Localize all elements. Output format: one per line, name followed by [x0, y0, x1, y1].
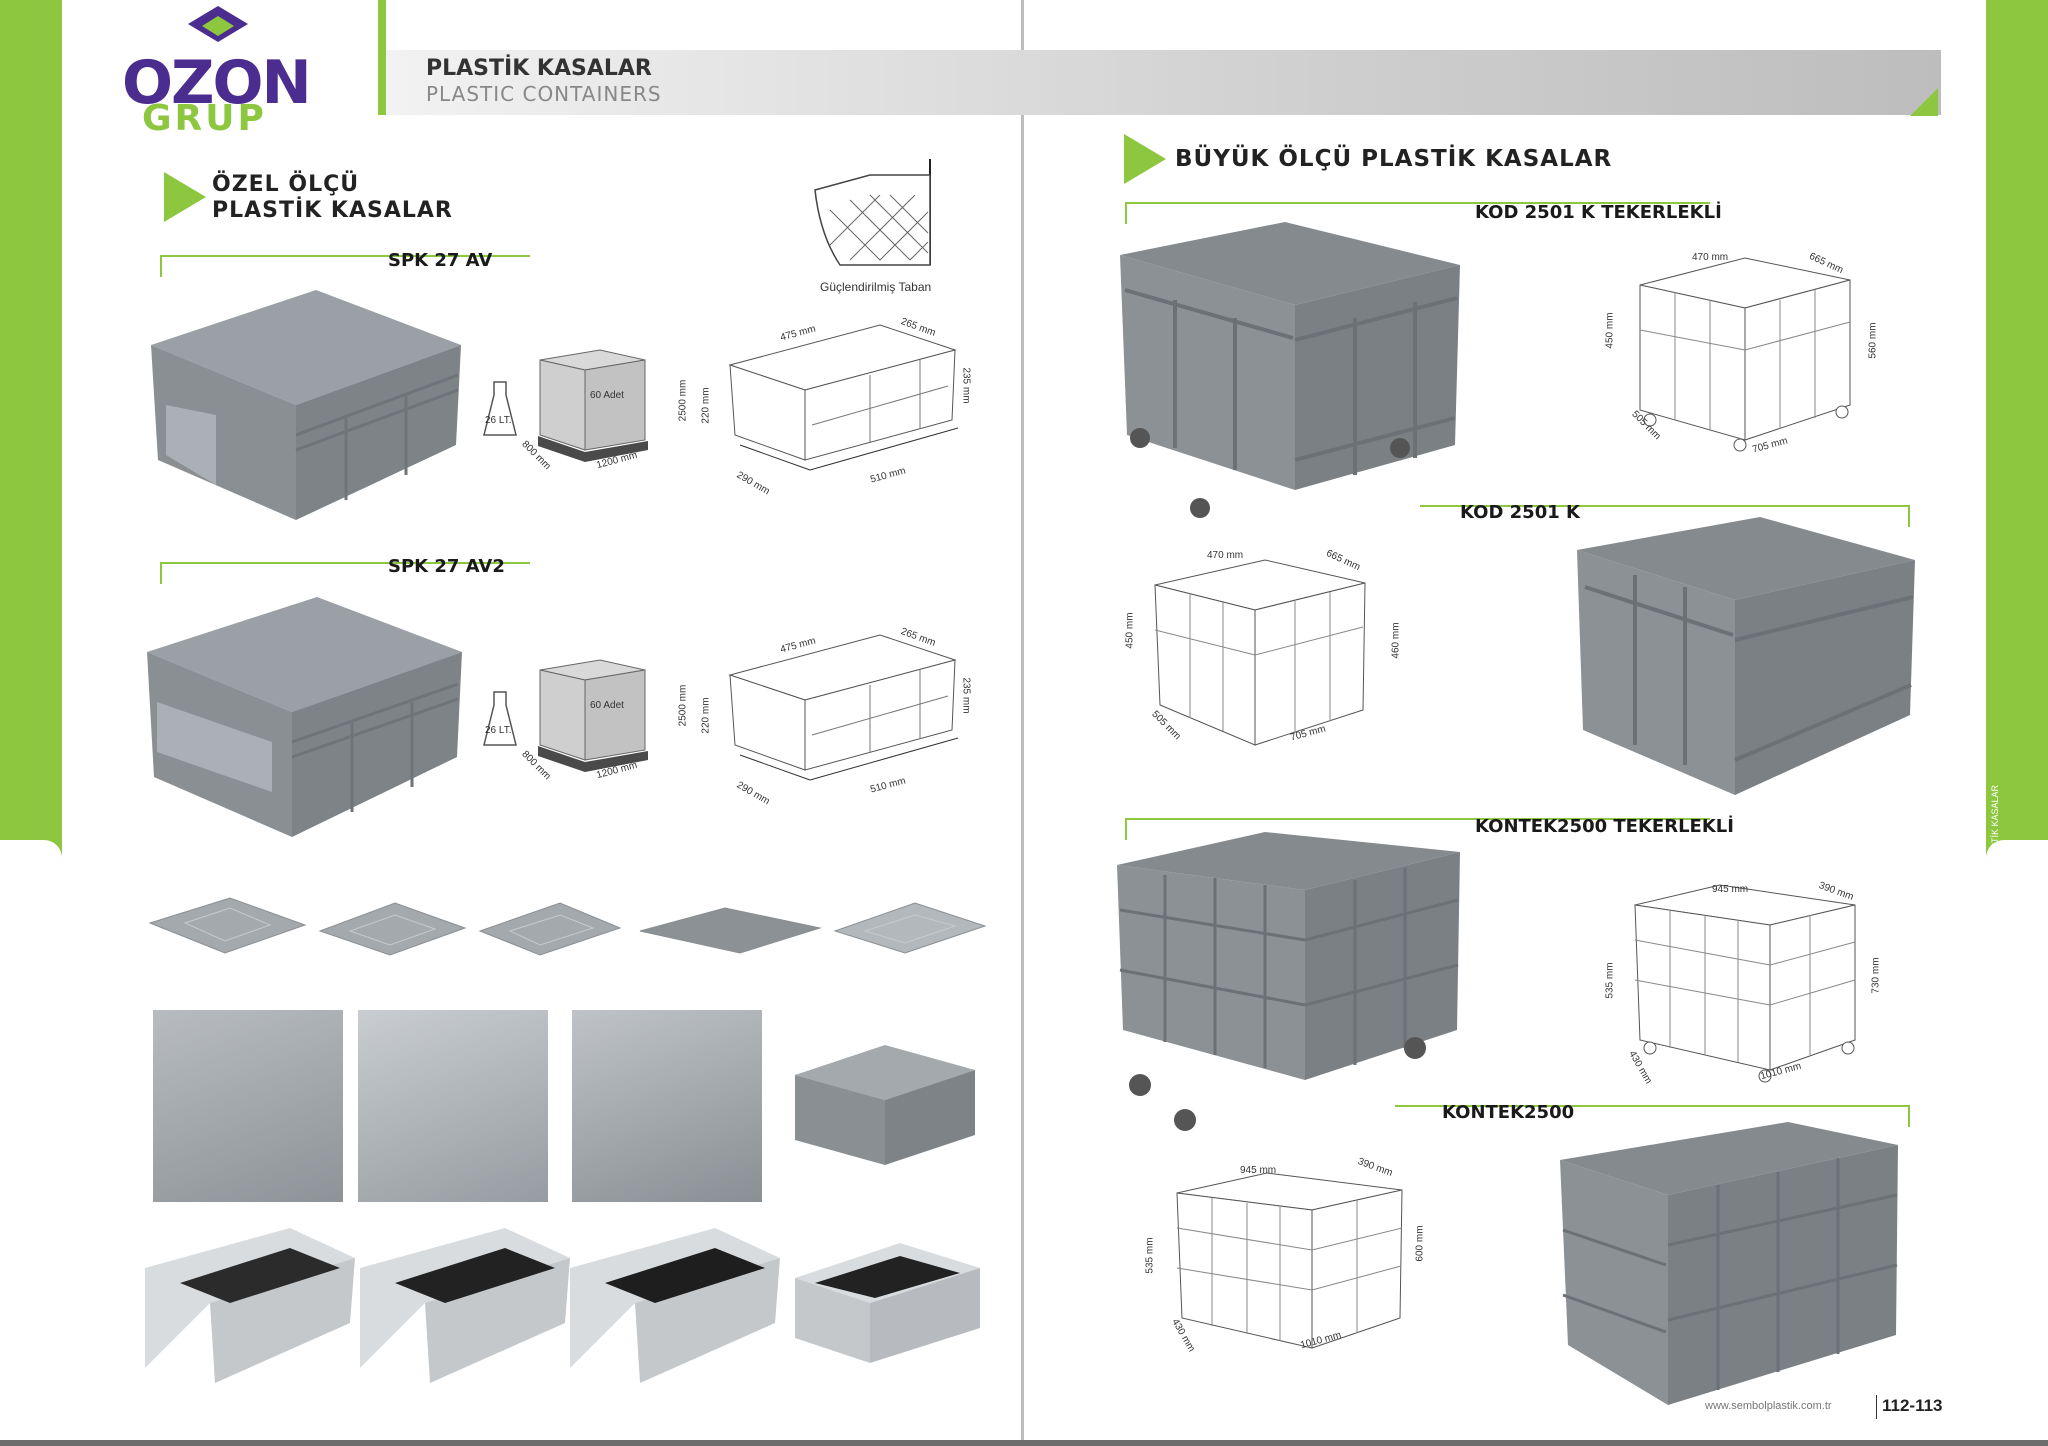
spk27av2-crate-photo: [147, 597, 462, 837]
spk27av2-w: 290 mm: [734, 779, 772, 808]
divider-crates-row: [145, 1228, 980, 1383]
kontek-t-top-len: 945 mm: [1712, 884, 1749, 895]
left-section-title-2: PLASTİK KASALAR: [212, 198, 453, 223]
kod2501kt-code: KOD 2501 K TEKERLEKLİ: [1475, 202, 1722, 223]
kod2501k-top-len: 470 mm: [1207, 550, 1244, 561]
spk27av2-pallet-h: 2500 mm: [677, 684, 689, 727]
kontek-crate-photo: [1560, 1122, 1898, 1405]
kod2501kt-h-out: 560 mm: [1867, 322, 1879, 359]
kontek-t-code: KONTEK2500 TEKERLEKLİ: [1475, 816, 1734, 837]
kod2501kt-crate-photo: [1120, 222, 1460, 518]
side-tab-label: PLASTİK KASALAR: [1990, 785, 2000, 867]
lid-closeup-3: [572, 1010, 762, 1202]
kontek-t-h-out: 730 mm: [1870, 957, 1882, 994]
header-corner: [1910, 88, 1938, 116]
kod2501kt-h-in: 450 mm: [1604, 312, 1616, 349]
right-section-arrow-icon: [1124, 134, 1166, 184]
kod2501k-h-in: 450 mm: [1124, 612, 1136, 649]
right-section-title: BÜYÜK ÖLÇÜ PLASTİK KASALAR: [1175, 146, 1613, 172]
kontek-t-h-in: 535 mm: [1604, 962, 1616, 999]
header-title-tr: PLASTİK KASALAR: [426, 56, 652, 81]
spk27av2-volume-icon: [483, 691, 517, 746]
spk27av2-line-drawing: [728, 634, 959, 781]
spk27av-h-right: 235 mm: [960, 367, 972, 404]
kod2501kt-line-drawing: [1639, 257, 1851, 452]
kod2501k-bracket: [1420, 505, 1910, 527]
lids-row: [148, 897, 987, 956]
spk27av-line-drawing: [728, 324, 959, 471]
kontek-t-bracket: [1125, 818, 1710, 840]
kod2501kt-bracket: [1125, 202, 1710, 224]
footer-divider: [1876, 1395, 1877, 1419]
lid-closeup-1: [153, 1010, 343, 1202]
lidded-crate: [795, 1045, 975, 1165]
reinforced-base-label: Güçlendirilmiş Taban: [820, 280, 932, 294]
header-bar: [386, 50, 1941, 115]
kod2501k-code: KOD 2501 K: [1460, 502, 1580, 523]
spk27av-h-left: 220 mm: [700, 387, 712, 424]
kontek-h-out: 600 mm: [1414, 1225, 1426, 1262]
spk27av-pallet-h: 2500 mm: [677, 379, 689, 422]
spk27av2-volume: 26 LT.: [485, 725, 512, 736]
header-title-en: PLASTIC CONTAINERS: [426, 82, 662, 106]
logo-diamond-icon: [188, 6, 248, 42]
spk27av2-code: SPK 27 AV2: [388, 556, 505, 577]
page-spine: [1021, 0, 1024, 1446]
spk27av-pallet-drawing: [538, 349, 648, 462]
spk27av2-bracket: [160, 562, 530, 584]
kontek-h-in: 535 mm: [1144, 1237, 1156, 1274]
kontek-line-drawing: [1176, 1172, 1403, 1349]
bottom-edge: [0, 1440, 2048, 1446]
spk27av2-pallet-count: 60 Adet: [590, 700, 624, 711]
spk27av-crate-photo: [151, 290, 461, 520]
spk27av2-h-right: 235 mm: [960, 677, 972, 714]
page-numbers: 112-113: [1882, 1396, 1943, 1415]
spk27av-w: 290 mm: [734, 469, 772, 498]
kod2501k-crate-photo: [1577, 517, 1915, 795]
spk27av-pallet-count: 60 Adet: [590, 390, 624, 401]
kod2501k-line-drawing: [1154, 559, 1366, 746]
brand-logo: OZON GRUP: [118, 2, 338, 139]
reinforced-base-drawing: [814, 159, 931, 266]
spk27av-volume: 26 LT.: [485, 415, 512, 426]
header-accent: [378, 0, 386, 115]
lid-closeup-2: [358, 1010, 548, 1202]
spk27av2-h-left: 220 mm: [700, 697, 712, 734]
kontek-bracket: [1395, 1105, 1910, 1127]
footer-url[interactable]: www.sembolplastik.com.tr: [1705, 1400, 1832, 1412]
kontek-t-line-drawing: [1634, 884, 1856, 1083]
spk27av-volume-icon: [483, 381, 517, 436]
kod2501k-h-out: 460 mm: [1390, 622, 1402, 659]
spk27av2-pallet-drawing: [538, 659, 648, 772]
left-section-title-1: ÖZEL ÖLÇÜ: [212, 172, 360, 197]
right-border-notch: [1986, 840, 2048, 1446]
left-border-notch: [0, 840, 62, 1446]
spk27av-code: SPK 27 AV: [388, 250, 493, 271]
kontek-t-crate-photo: [1117, 832, 1460, 1131]
brand-name-top: OZON: [122, 48, 312, 118]
kod2501kt-top-len: 470 mm: [1692, 252, 1729, 263]
brand-name-bottom: GRUP: [142, 98, 267, 139]
spk27av-bracket: [160, 255, 530, 277]
kontek-top-len: 945 mm: [1240, 1165, 1277, 1176]
kontek-code: KONTEK2500: [1442, 1102, 1575, 1123]
section-arrow-icon: [164, 172, 206, 222]
